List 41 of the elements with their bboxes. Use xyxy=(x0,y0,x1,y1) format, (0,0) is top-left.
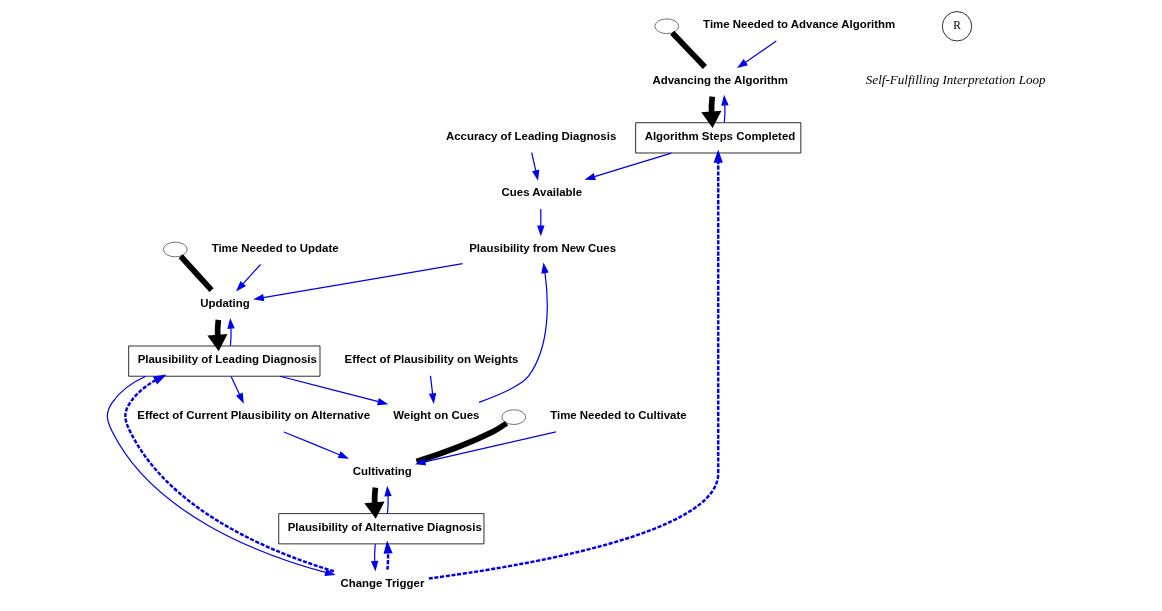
node-text: Accuracy of Leading Diagnosis xyxy=(445,130,617,143)
node-text: Plausibility from New Cues xyxy=(469,241,617,254)
label: R xyxy=(953,19,961,32)
node-text: Effect of Current Plausibility on Alternative xyxy=(137,409,371,422)
node-box: Plausibility of Leading Diagnosis xyxy=(128,345,321,377)
node-text: Time Needed to Update xyxy=(211,241,339,254)
node-text: Cues Available xyxy=(501,186,583,199)
connector xyxy=(670,30,707,70)
arrow xyxy=(283,431,349,459)
node-text: Time Needed to Advance Algorithm xyxy=(703,18,896,31)
arrow xyxy=(384,485,392,514)
arrow xyxy=(478,262,549,403)
arrow xyxy=(383,540,393,570)
node-text: Cultivating xyxy=(352,464,412,477)
arrow xyxy=(230,375,244,404)
node-cloud xyxy=(654,18,679,34)
node-text: Advancing the Algorithm xyxy=(652,74,788,87)
node-text: Change Trigger xyxy=(340,576,425,589)
node-text: Time Needed to Cultivate xyxy=(550,409,687,422)
arrow xyxy=(415,431,557,466)
node-text: Effect of Plausibility on Weights xyxy=(344,353,519,366)
node-cloud xyxy=(501,409,527,425)
arrow xyxy=(531,152,540,181)
arrow xyxy=(721,94,729,124)
node-text: Weight on Cues xyxy=(393,409,480,422)
arrow xyxy=(737,40,777,69)
arrow xyxy=(428,149,723,580)
node-cloud xyxy=(163,241,188,258)
arrow xyxy=(370,543,379,572)
arrow xyxy=(253,263,464,302)
arrow xyxy=(428,375,437,404)
arrow xyxy=(236,263,262,292)
arrow xyxy=(227,318,235,347)
node-text: Updating xyxy=(200,297,250,310)
connector xyxy=(415,420,509,465)
arrow xyxy=(584,152,672,181)
connector xyxy=(178,254,214,293)
node-box: Plausibility of Alternative Diagnosis xyxy=(278,513,485,545)
node-box: Algorithm Steps Completed xyxy=(635,122,802,154)
arrow xyxy=(279,375,389,406)
label: Self-Fulfilling Interpretation Loop xyxy=(865,72,1046,88)
